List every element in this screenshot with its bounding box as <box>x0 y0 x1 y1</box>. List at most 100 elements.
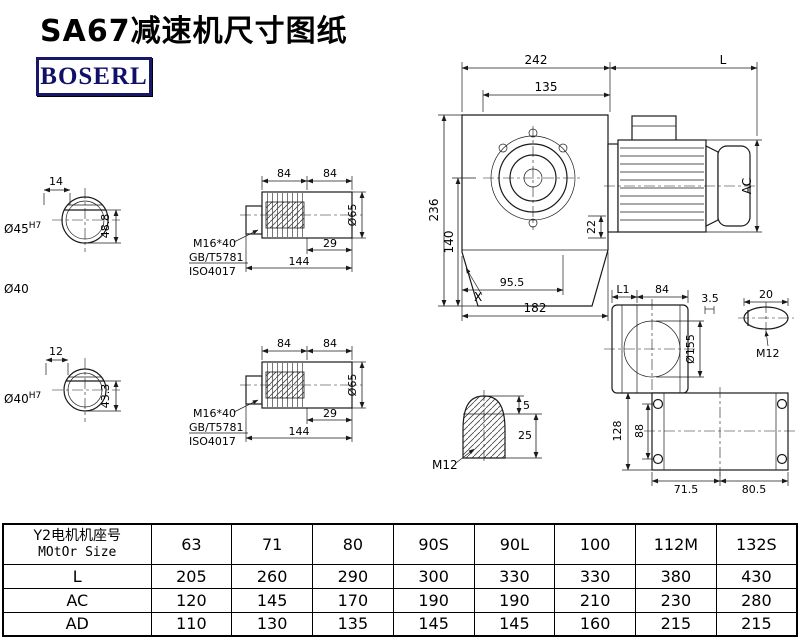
cell: 120 <box>150 587 233 613</box>
table-row: AD 110 130 135 145 145 160 215 215 <box>2 611 798 637</box>
dim-base-b: 182 <box>524 301 547 315</box>
col-header: 71 <box>231 523 313 565</box>
std-gb-label: GB/T5781 <box>189 421 244 434</box>
dim-motor-dia: AC <box>740 178 754 194</box>
dim-l1: L1 <box>616 283 629 296</box>
dim-key-offset: 3.5 <box>701 292 719 305</box>
hollow-shaft-view-top: 84 84 29 144 Ø65 M16*40 GB/T5781 ISO4017 <box>189 167 366 278</box>
cell: 215 <box>635 611 717 637</box>
frame-size-header: Y2电机机座号 MOtOr Size <box>2 523 152 565</box>
side-view: L1 84 Ø155 3.5 20 M12 <box>604 283 794 399</box>
col-header: 80 <box>312 523 394 565</box>
thread-label: M12 <box>432 458 458 472</box>
shaft-end-view-bottom: 12 Ø40H7 43.3 <box>4 345 121 422</box>
cell: 110 <box>150 611 233 637</box>
table-row: AC 120 145 170 190 190 210 230 280 <box>2 587 798 613</box>
dim-base-a: 95.5 <box>500 276 525 289</box>
cell: 300 <box>392 563 475 589</box>
cell: 430 <box>715 563 798 589</box>
cell: 330 <box>554 563 636 589</box>
motor-fins <box>620 147 704 221</box>
front-view: 242 L 135 <box>427 53 762 321</box>
mid-dia-label: Ø40 <box>4 282 29 296</box>
cell: 205 <box>150 563 233 589</box>
bolt-label: M16*40 <box>193 407 236 420</box>
dia-label: Ø40H7 <box>4 391 41 406</box>
dim-flat-height: 48.8 <box>99 214 112 239</box>
dia-label: Ø45H7 <box>4 221 41 236</box>
dim-body-width: 242 <box>525 53 548 67</box>
col-header: 63 <box>150 523 233 565</box>
dim-offset: 22 <box>585 220 598 234</box>
cell: 130 <box>231 611 313 637</box>
row-label: AD <box>2 611 152 637</box>
cell: 290 <box>312 563 394 589</box>
dim-key-width: 12 <box>49 345 63 358</box>
motor-flange <box>607 143 619 233</box>
frame-size-label-en: MOtOr Size <box>38 545 117 561</box>
dim-key-width: 14 <box>49 175 63 188</box>
hollow-shaft-view-bottom: 84 84 29 144 Ø65 M16*40 GB/T5781 ISO4017 <box>189 337 366 448</box>
dim-motor-length: L <box>720 53 727 67</box>
dim-len-a: 84 <box>277 167 291 180</box>
cell: 230 <box>635 587 717 613</box>
gearbox-housing <box>461 114 609 307</box>
bolt-head <box>245 375 263 405</box>
dim-dist-b: 80.5 <box>742 483 767 496</box>
motor-size-table: Y2电机机座号 MOtOr Size 63 71 80 90S 90L 100 … <box>2 523 798 637</box>
col-header: 132S <box>715 523 798 565</box>
dim-dia: Ø65 <box>346 374 359 397</box>
cell: 190 <box>473 587 556 613</box>
brand-logo: BOSERL <box>36 57 152 96</box>
dim-axis-height: 140 <box>442 231 456 254</box>
col-header: 112M <box>635 523 717 565</box>
brand-logo-text: BOSERL <box>40 62 148 90</box>
dim-total: 144 <box>289 255 310 268</box>
cell: 210 <box>554 587 636 613</box>
cell: 190 <box>392 587 475 613</box>
dim-len: 84 <box>655 283 669 296</box>
dim-len-b: 84 <box>323 337 337 350</box>
dim-len-b: 84 <box>323 167 337 180</box>
key-detail-view: 5 25 M12 <box>432 390 542 472</box>
cell: 135 <box>312 611 394 637</box>
std-iso-label: ISO4017 <box>189 435 236 448</box>
dim-flange-width: 135 <box>535 80 558 94</box>
row-label: L <box>2 563 152 589</box>
dim-key-height: 25 <box>518 429 532 442</box>
cell: 380 <box>635 563 717 589</box>
row-label: AC <box>2 587 152 613</box>
cell: 145 <box>473 611 556 637</box>
bottom-view: 128 88 71.5 80.5 <box>611 387 796 496</box>
cell: 280 <box>715 587 798 613</box>
cell: 160 <box>554 611 636 637</box>
cell: 330 <box>473 563 556 589</box>
dim-dia-155: Ø155 <box>684 334 697 364</box>
dim-total-height: 236 <box>427 199 441 222</box>
frame-size-label-cn: Y2电机机座号 <box>33 528 121 545</box>
dim-dia: Ø65 <box>346 204 359 227</box>
table-row: L 205 260 290 300 330 330 380 430 <box>2 563 798 589</box>
dim-len-a: 84 <box>277 337 291 350</box>
col-header: 90L <box>473 523 556 565</box>
shaft-end-view-top: 14 Ø45H7 48.8 <box>4 175 121 252</box>
bolt-head <box>245 205 263 235</box>
cell: 215 <box>715 611 798 637</box>
dim-plate-height: 128 <box>611 421 624 442</box>
cell: 145 <box>231 587 313 613</box>
dim-key-depth: 5 <box>523 399 530 412</box>
bolt-label: M16*40 <box>193 237 236 250</box>
terminal-box <box>631 115 677 143</box>
dim-total: 144 <box>289 425 310 438</box>
col-header: 90S <box>392 523 475 565</box>
thread-label: M12 <box>756 347 780 360</box>
page-title: SA67减速机尺寸图纸 <box>40 14 348 49</box>
dim-depth: 29 <box>323 237 337 250</box>
x-mark: X <box>474 290 482 304</box>
dim-depth: 29 <box>323 407 337 420</box>
dim-dist-a: 71.5 <box>674 483 699 496</box>
dim-flat-height: 43.3 <box>99 384 112 409</box>
dim-key-len: 20 <box>759 288 773 301</box>
cell: 170 <box>312 587 394 613</box>
